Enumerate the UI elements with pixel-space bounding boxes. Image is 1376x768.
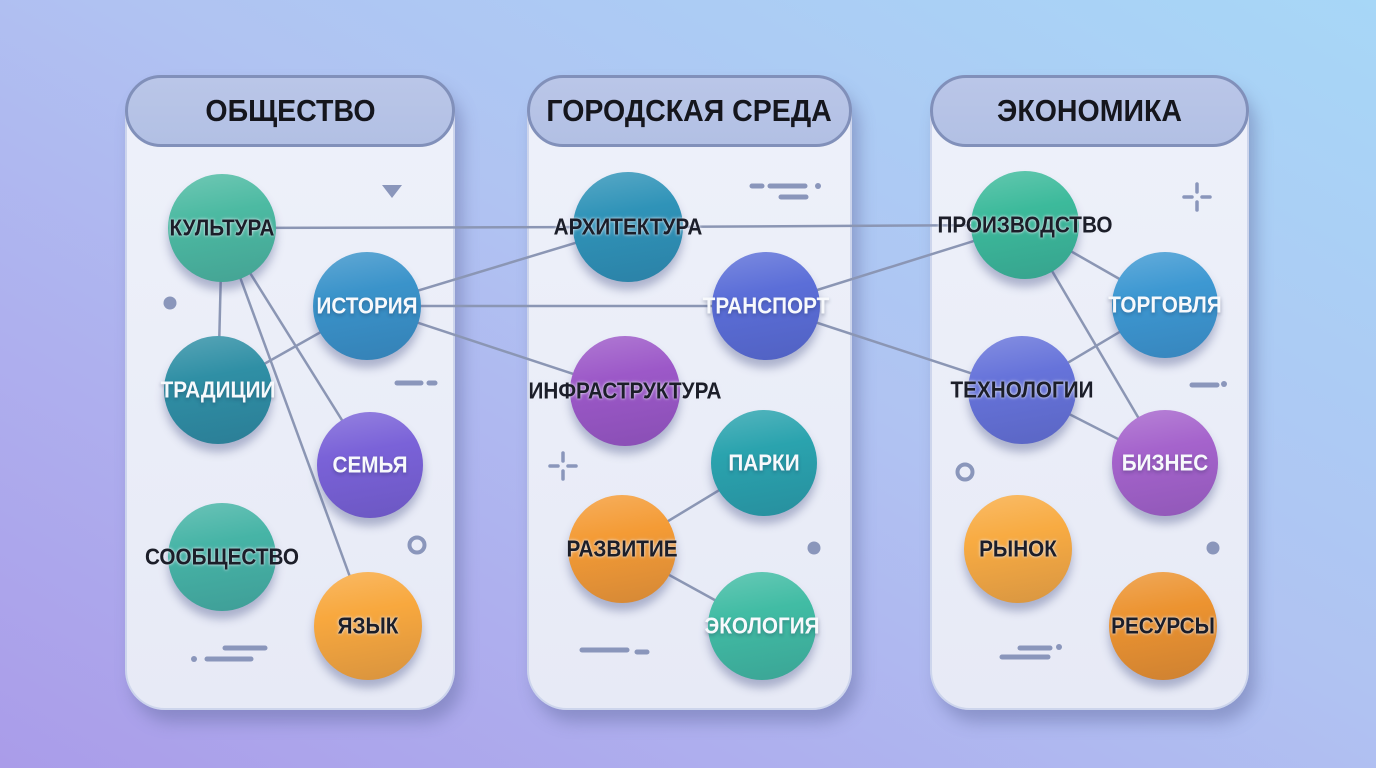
node-label-production: ПРОИЗВОДСТВО — [937, 211, 1113, 238]
node-label-infrastructure: ИНФРАСТРУКТУРА — [528, 377, 722, 404]
node-circle-culture — [168, 174, 276, 282]
node-label-parks: ПАРКИ — [728, 449, 800, 476]
node-label-culture: КУЛЬТУРА — [169, 214, 275, 241]
decoration-dot-small — [1221, 381, 1227, 387]
node-circle-trade — [1112, 252, 1218, 358]
decoration-dot-small — [191, 656, 197, 662]
node-circle-development — [568, 495, 676, 603]
node-circle-family — [317, 412, 423, 518]
node-circle-business — [1112, 410, 1218, 516]
node-circle-resources — [1109, 572, 1217, 680]
node-circle-technology — [968, 336, 1076, 444]
connection-culture-architecture — [221, 225, 629, 230]
node-circle-traditions — [164, 336, 272, 444]
node-label-community: СООБЩЕСТВО — [144, 543, 300, 570]
card-economy-header: ЭКОНОМИКА — [930, 75, 1249, 147]
decorations — [163, 182, 1227, 662]
node-circle-parks — [711, 410, 817, 516]
node-label-technology: ТЕХНОЛОГИИ — [950, 376, 1094, 403]
node-circle-production — [971, 171, 1079, 279]
decoration-dot — [1206, 541, 1220, 555]
connection-culture-language — [220, 227, 370, 627]
decoration-dot-small — [1056, 644, 1062, 650]
node-circle-community — [168, 503, 276, 611]
connection-architecture-production — [627, 223, 1026, 229]
node-label-ecology: ЭКОЛОГИЯ — [704, 612, 820, 639]
node-label-language: ЯЗЫК — [337, 612, 399, 639]
decoration-ring — [407, 535, 427, 555]
node-circle-architecture — [573, 172, 683, 282]
node-label-business: БИЗНЕС — [1121, 449, 1209, 476]
node-label-market: РЫНОК — [979, 535, 1057, 562]
node-label-history: ИСТОРИЯ — [316, 292, 418, 319]
decoration-plus — [548, 451, 578, 481]
decoration-plus — [1182, 182, 1212, 212]
card-society-header: ОБЩЕСТВО — [125, 75, 455, 147]
node-label-transport: ТРАНСПОРТ — [702, 292, 830, 319]
node-circle-transport — [712, 252, 820, 360]
decoration-dot-small — [815, 183, 821, 189]
node-circle-history — [313, 252, 421, 360]
card-urban-header: ГОРОДСКАЯ СРЕДА — [527, 75, 852, 147]
decoration-dot — [807, 541, 821, 555]
node-circle-market — [964, 495, 1072, 603]
node-label-resources: РЕСУРСЫ — [1111, 612, 1215, 639]
node-label-traditions: ТРАДИЦИИ — [160, 376, 276, 403]
node-circle-infrastructure — [570, 336, 680, 446]
node-label-family: СЕМЬЯ — [332, 451, 408, 478]
node-circle-language — [314, 572, 422, 680]
card-urban-title: ГОРОДСКАЯ СРЕДА — [546, 93, 833, 128]
decoration-ring — [955, 462, 975, 482]
card-society-title: ОБЩЕСТВО — [204, 93, 376, 128]
decoration-dot — [163, 296, 177, 310]
card-economy-title: ЭКОНОМИКА — [997, 93, 1182, 128]
node-label-trade: ТОРГОВЛЯ — [1108, 291, 1222, 318]
decoration-triangle-down — [382, 185, 402, 198]
node-circle-ecology — [708, 572, 816, 680]
node-label-architecture: АРХИТЕКТУРА — [553, 213, 703, 240]
node-label-development: РАЗВИТИЕ — [566, 535, 678, 562]
